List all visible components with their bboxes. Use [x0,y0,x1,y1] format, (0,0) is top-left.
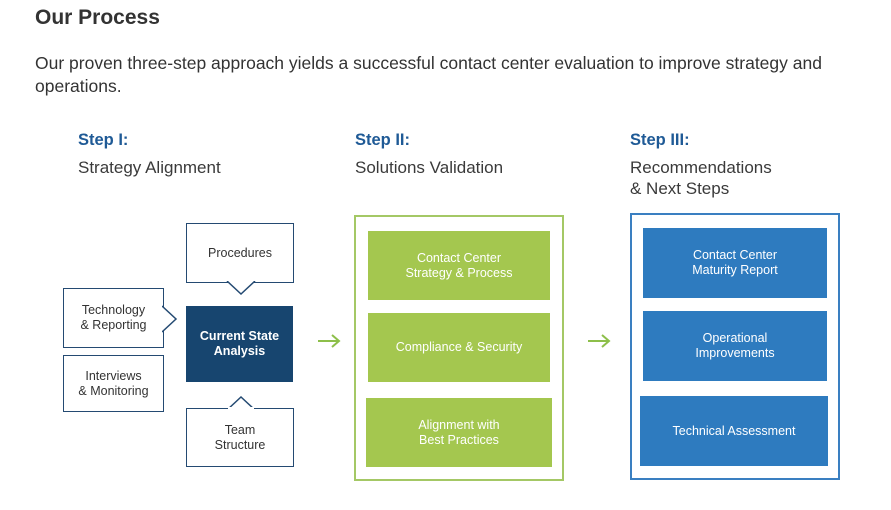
arrow-right-icon [588,334,611,348]
recommendation-box-technical: Technical Assessment [640,396,828,466]
solution-box-alignment: Alignment with Best Practices [366,398,552,467]
solution-box-strategy: Contact Center Strategy & Process [368,231,550,300]
step-2-label: Step II: [355,131,411,149]
recommendation-box-operational-label: Operational Improvements [695,331,775,360]
callout-technology-label: Technology & Reporting [80,303,147,332]
callout-team-structure: Team Structure [186,408,294,467]
arrow-right-icon [318,334,341,348]
step-2-heading: Step II: Solutions Validation [355,131,503,178]
recommendation-box-technical-label: Technical Assessment [672,423,796,438]
step-1-name: Strategy Alignment [78,158,221,177]
step-1-label: Step I: [78,131,129,149]
solution-box-compliance-label: Compliance & Security [395,340,523,354]
step-3-label: Step III: [630,131,690,149]
step-3-name: Recommendations & Next Steps [630,158,772,198]
callout-procedures: Procedures [186,223,294,283]
callout-pointer-up-icon [226,395,256,410]
step-3-heading: Step III: Recommendations & Next Steps [630,131,772,199]
recommendation-box-maturity-label: Contact Center Maturity Report [692,248,778,277]
callout-technology-reporting: Technology & Reporting [63,288,164,348]
callout-interviews-monitoring: Interviews & Monitoring [63,355,164,412]
recommendation-box-operational: Operational Improvements [643,311,827,381]
intro-text: Our proven three-step approach yields a … [35,53,822,96]
recommendation-box-maturity: Contact Center Maturity Report [643,228,827,298]
solution-box-strategy-label: Contact Center Strategy & Process [405,250,513,280]
page-title: Our Process [35,6,160,29]
step-1-heading: Step I: Strategy Alignment [78,131,221,178]
callout-team-structure-label: Team Structure [214,422,266,452]
callout-procedures-label: Procedures [208,245,272,260]
pointer-gap [228,407,254,410]
current-state-analysis-box: Current State Analysis [186,306,293,382]
solution-box-compliance: Compliance & Security [368,313,550,382]
solution-box-alignment-label: Alignment with Best Practices [418,417,500,447]
current-state-analysis-label: Current State Analysis [199,329,280,358]
step-2-name: Solutions Validation [355,158,504,177]
callout-pointer-down-icon [226,281,256,296]
callout-interviews-label: Interviews & Monitoring [78,368,149,398]
callout-pointer-right-icon [162,305,178,333]
